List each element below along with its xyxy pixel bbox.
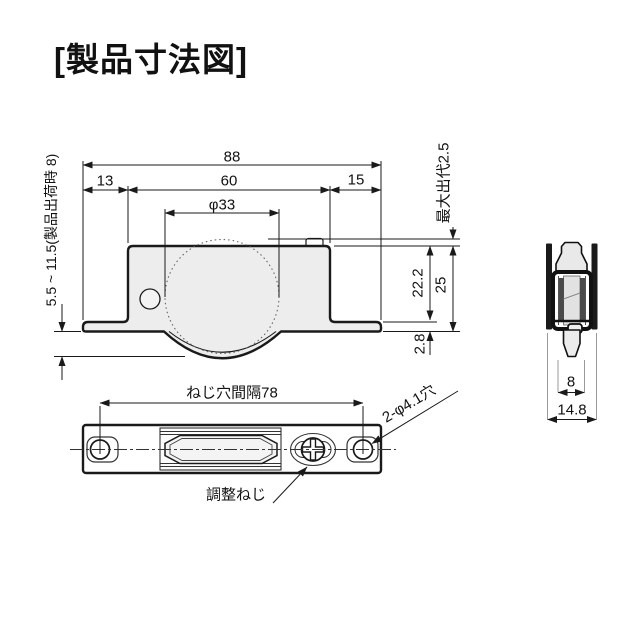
roller-top-cap	[555, 241, 588, 274]
frame-shadow-left	[559, 278, 564, 321]
front-view	[81, 237, 383, 360]
drawing-title: [製品寸法図]	[54, 41, 248, 78]
bottom-view	[70, 423, 396, 475]
roller-tip	[562, 329, 581, 358]
dim-overall-depth: 14.8	[557, 401, 587, 419]
front-hole	[139, 288, 161, 310]
dim-right-flange: 15	[347, 171, 365, 189]
dim-max-protrusion: 最大出代2.5	[435, 142, 453, 224]
front-dimensions	[54, 161, 460, 380]
dim-overall-width: 88	[223, 148, 241, 166]
dim-body-width: 60	[220, 172, 238, 190]
dim-total-height: 25	[432, 276, 450, 294]
roller-bottom-inner	[169, 438, 273, 461]
dim-left-flange: 13	[96, 172, 114, 190]
dim-flange-thickness: 2.8	[411, 333, 429, 355]
front-body	[81, 244, 383, 360]
label-adjustment-screw: 調整ねじ	[205, 486, 267, 504]
side-wall-left	[546, 243, 552, 330]
dim-roller-diameter: φ33	[208, 196, 236, 214]
side-dimensions	[547, 333, 597, 424]
roller-edge	[563, 275, 581, 326]
dim-body-height: 22.2	[409, 268, 427, 298]
dim-screw-hole-spacing: ねじ穴間隔78	[186, 384, 278, 402]
side-view	[546, 241, 598, 358]
dim-roller-width: 8	[566, 373, 576, 391]
bottom-dimensions	[99, 390, 459, 504]
dim-protrusion-range: 5.5 ~ 11.5(製品出荷時 8)	[43, 153, 59, 307]
frame-shadow-right	[580, 278, 585, 321]
roller-inner-arc	[168, 331, 277, 353]
